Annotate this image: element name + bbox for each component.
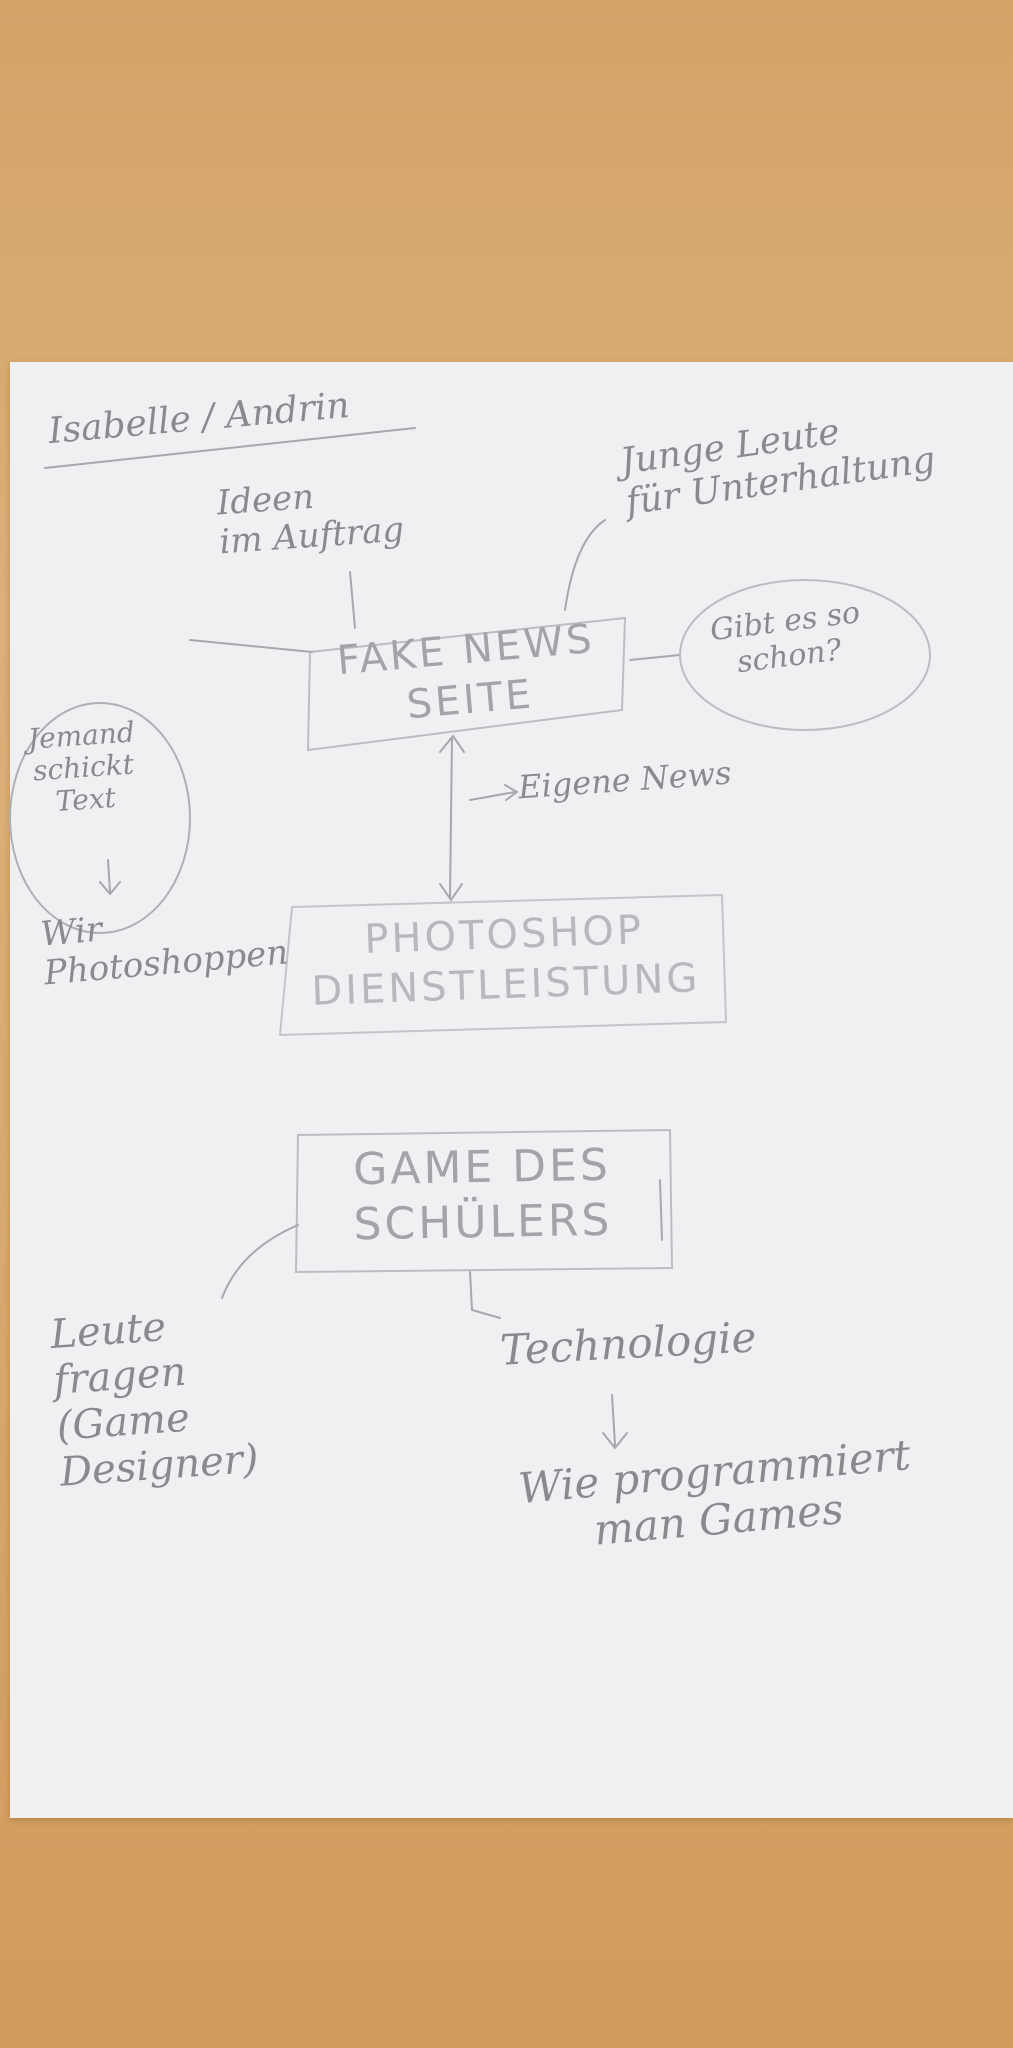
paper-sheet bbox=[10, 362, 1013, 1818]
ideas-on-demand-label: Ideen im Auftrag bbox=[215, 476, 406, 563]
someone-sends-text-label: Jemand schickt Text bbox=[26, 715, 136, 819]
game-box-label: GAME DES SCHÜLERS bbox=[352, 1139, 613, 1251]
ask-people-label: Leute fragen (Game Designer) bbox=[48, 1304, 261, 1496]
photoshop-box-label: PHOTOSHOP DIENSTLEISTUNG bbox=[310, 907, 702, 1015]
